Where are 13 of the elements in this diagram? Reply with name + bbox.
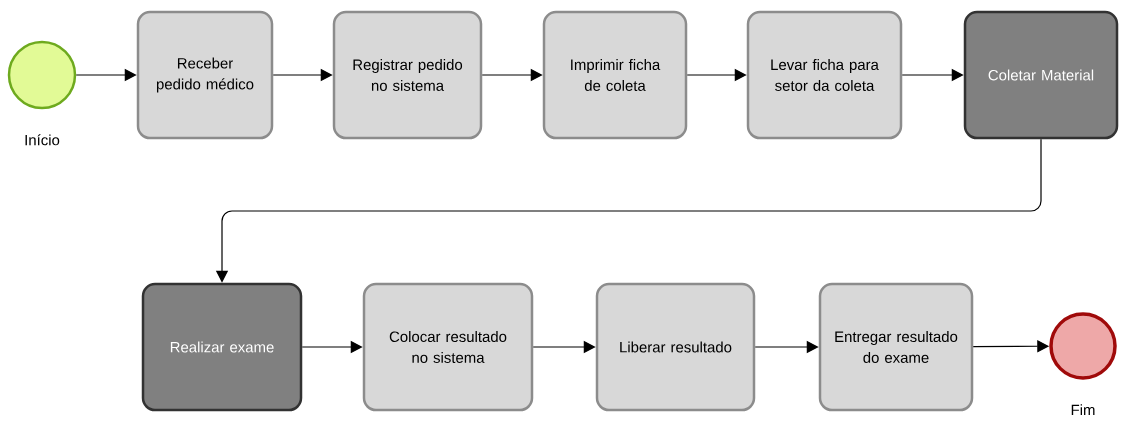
process-box: Registrar pedido no sistema [332, 10, 483, 140]
process-box: Liberar resultado [595, 282, 756, 412]
highlighted-process-box: Realizar exame [141, 282, 303, 412]
end-event-circle [1049, 312, 1117, 380]
process-box: Entregar resultado do exame [818, 282, 974, 412]
process-box: Levar ficha para setor da coleta [746, 10, 903, 140]
process-box: Imprimir ficha de coleta [542, 10, 688, 140]
highlighted-process-box: Coletar Material [963, 10, 1119, 140]
event-label: Início [25, 134, 60, 146]
start-event-circle [7, 40, 77, 110]
event-label: Fim [1071, 404, 1095, 416]
process-box: Colocar resultado no sistema [362, 282, 534, 412]
process-box: Receber pedido médico [136, 10, 274, 140]
